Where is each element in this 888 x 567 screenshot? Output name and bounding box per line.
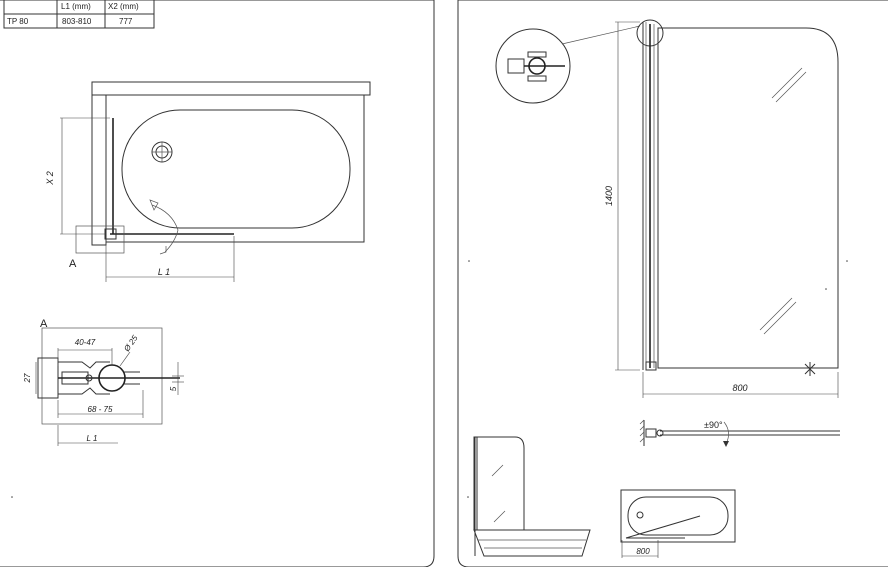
thumb-tub-rim <box>620 489 736 543</box>
plan-view: X 2 L 1 A <box>45 81 371 282</box>
left-panel: L1 (mm) X2 (mm) TP 80 803-810 777 <box>0 0 435 567</box>
dim-diameter: Ø 25 <box>122 333 140 354</box>
thumb-glass-swing <box>625 515 701 539</box>
table-header-l1: L1 (mm) <box>61 2 91 11</box>
dim-l1-label: L 1 <box>158 267 170 277</box>
dim-x2-label: X 2 <box>45 171 55 186</box>
glass-reflection <box>771 67 803 99</box>
glass-panel <box>657 27 839 369</box>
thumb-glass <box>473 436 525 531</box>
wall-hatch-left <box>91 94 107 246</box>
bathtub-basin <box>121 109 351 229</box>
bath-plan-thumbnail: 800 <box>620 489 736 558</box>
thumb-bathtub <box>473 529 591 557</box>
detail-a-frame <box>75 225 125 254</box>
dim-40-47: 40-47 <box>75 338 96 347</box>
detail-a-box <box>41 327 163 425</box>
right-panel: 1400 800 ±90° <box>457 0 888 567</box>
front-view: 1400 800 <box>468 19 848 398</box>
dim-27: 27 <box>23 373 32 383</box>
swing-arc <box>151 204 179 253</box>
dim-5: 5 <box>169 386 178 391</box>
rotation-label: ±90° <box>704 420 723 430</box>
spec-table: L1 (mm) X2 (mm) TP 80 803-810 777 <box>3 0 155 29</box>
table-cell-x2: 777 <box>119 17 133 26</box>
thumb-tub-basin <box>627 496 729 536</box>
detail-a: A 40-47 Ø 25 27 5 68 - 75 <box>23 318 184 446</box>
hinge-zoom-callout <box>495 25 641 104</box>
table-cell-l1: 803-810 <box>62 17 92 26</box>
wall-bracket <box>37 357 59 399</box>
detail-marker-a: A <box>69 258 77 270</box>
top-view: ±90° <box>639 419 840 447</box>
left-panel-frame <box>0 0 435 567</box>
dim-1400: 1400 <box>604 186 614 206</box>
table-header-x2: X2 (mm) <box>108 2 139 11</box>
rotation-arrow <box>723 421 729 445</box>
dim-800: 800 <box>732 383 747 393</box>
perspective-thumbnail <box>467 436 591 557</box>
dim-68-75: 68 - 75 <box>88 405 113 414</box>
wall-hatch-top <box>91 81 371 96</box>
dim-l1-detail: L 1 <box>87 434 98 443</box>
right-panel-frame <box>457 0 888 567</box>
thumb-dim-800: 800 <box>636 547 650 556</box>
detail-a-title: A <box>40 318 48 330</box>
table-cell-model: TP 80 <box>7 17 29 26</box>
zoom-circle <box>495 28 571 104</box>
bathtub-rim <box>105 94 365 243</box>
